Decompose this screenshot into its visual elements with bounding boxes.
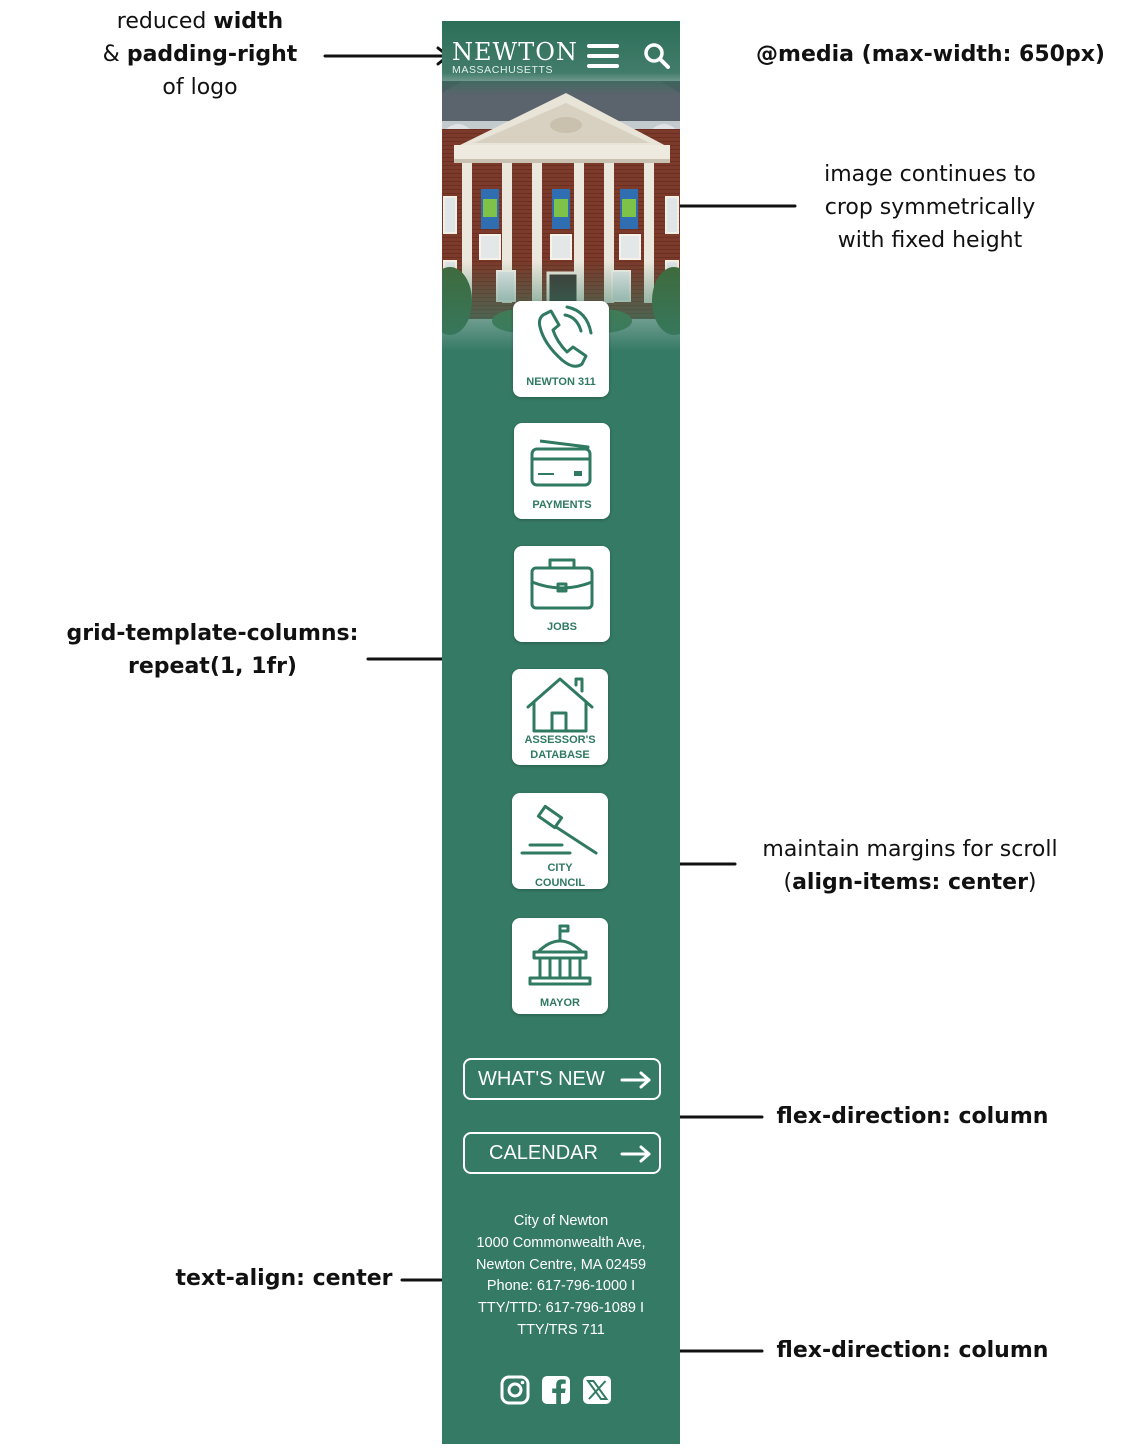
facebook-icon[interactable] bbox=[541, 1375, 571, 1405]
hamburger-menu-icon[interactable] bbox=[586, 43, 620, 69]
calendar-label: CALENDAR bbox=[489, 1142, 598, 1164]
calendar-button[interactable]: CALENDAR bbox=[463, 1132, 661, 1174]
logo-subtitle: MASSACHUSETTS bbox=[452, 64, 554, 76]
tile-label: PAYMENTS bbox=[532, 499, 592, 511]
tile-label: JOBS bbox=[547, 621, 577, 633]
gavel-icon bbox=[520, 804, 598, 855]
credit-card-icon bbox=[530, 439, 592, 487]
annotation-margins: maintain margins for scroll (align-items… bbox=[762, 837, 1058, 895]
instagram-icon[interactable] bbox=[500, 1375, 530, 1405]
footer-line: 1000 Commonwealth Ave, bbox=[476, 1234, 646, 1251]
tile-city-council[interactable]: CITY COUNCIL bbox=[512, 793, 608, 889]
tile-label: ASSESSOR'S DATABASE bbox=[524, 734, 596, 761]
footer-line[interactable]: Phone: 617-796-1000 I bbox=[486, 1278, 636, 1295]
annotation-media-query: @media (max-width: 650px) bbox=[756, 42, 1105, 67]
city-hall-icon bbox=[528, 924, 592, 986]
tile-newton-311[interactable]: NEWTON 311 bbox=[513, 301, 609, 397]
tile-assessors-database[interactable]: ASSESSOR'S DATABASE bbox=[512, 669, 608, 765]
search-icon[interactable] bbox=[642, 41, 672, 71]
arrow-right-icon bbox=[620, 1145, 651, 1163]
annotation-grid: grid-template-columns: repeat(1, 1fr) bbox=[66, 621, 359, 679]
footer-address: City of Newton 1000 Commonwealth Ave, Ne… bbox=[442, 1211, 680, 1342]
site-header: NEWTON MASSACHUSETTS bbox=[442, 21, 680, 95]
tile-payments[interactable]: PAYMENTS bbox=[514, 423, 610, 519]
annotation-logo: reduced width & padding-right of logo bbox=[102, 9, 298, 100]
footer-line[interactable]: TTY/TTD: 617-796-1089 I bbox=[477, 1300, 644, 1317]
annotation-flex-buttons: flex-direction: column bbox=[776, 1104, 1049, 1129]
tile-mayor[interactable]: MAYOR bbox=[512, 918, 608, 1014]
x-icon[interactable] bbox=[582, 1375, 612, 1405]
mobile-page-mockup: NEWTON MASSACHUSETTS NEWTON 311 bbox=[442, 21, 680, 1444]
tile-label: CITY COUNCIL bbox=[534, 862, 586, 889]
annotation-flex-footer: flex-direction: column bbox=[776, 1338, 1049, 1363]
footer-line: TTY/TRS 711 bbox=[517, 1321, 605, 1338]
whats-new-button[interactable]: WHAT'S NEW bbox=[463, 1058, 661, 1100]
annotation-image-crop: image continues to crop symmetrically wi… bbox=[824, 162, 1036, 253]
phone-icon bbox=[537, 305, 593, 368]
logo-text[interactable]: NEWTON bbox=[452, 38, 578, 66]
briefcase-icon bbox=[530, 558, 594, 610]
tile-jobs[interactable]: JOBS bbox=[514, 546, 610, 642]
footer-line: City of Newton bbox=[513, 1213, 609, 1229]
tile-label: MAYOR bbox=[540, 997, 580, 1009]
annotation-text-align: text-align: center bbox=[175, 1266, 393, 1291]
house-icon bbox=[526, 677, 594, 733]
footer-line: Newton Centre, MA 02459 bbox=[475, 1256, 647, 1273]
tile-label: NEWTON 311 bbox=[526, 376, 596, 388]
whats-new-label: WHAT'S NEW bbox=[478, 1068, 605, 1090]
arrow-right-icon bbox=[620, 1071, 651, 1089]
